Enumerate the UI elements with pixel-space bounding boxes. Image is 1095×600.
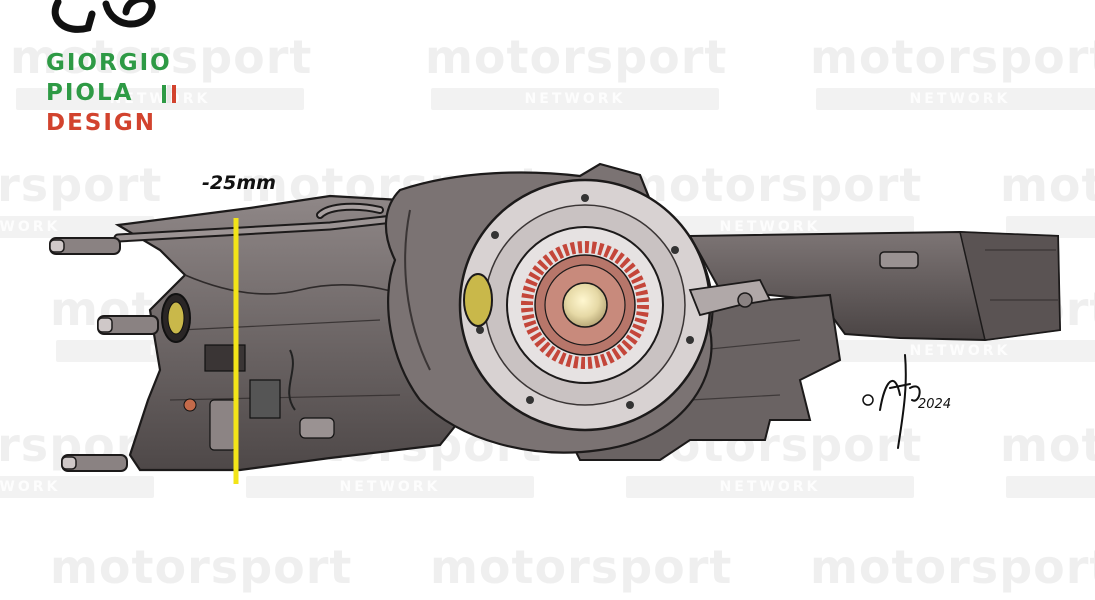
giorgio-piola-logo: GIORGIO PIOLA DESIGN [40, 0, 200, 140]
wheel-hub-assembly [458, 178, 712, 432]
measurement-label: -25mm [202, 172, 276, 194]
italian-flag-icon [162, 85, 176, 103]
gearbox-casing [114, 194, 462, 472]
logo-line-1: GIORGIO [46, 50, 172, 76]
signature-year: 2024 [918, 397, 951, 412]
gp-monogram-icon [51, 0, 156, 33]
artist-signature [862, 354, 921, 449]
rear-link [688, 279, 772, 317]
logo-line-2: PIOLA [46, 80, 134, 106]
mounting-pins [49, 237, 191, 472]
logo-line-3: DESIGN [46, 110, 157, 136]
rear-crash-structure [688, 230, 1062, 342]
